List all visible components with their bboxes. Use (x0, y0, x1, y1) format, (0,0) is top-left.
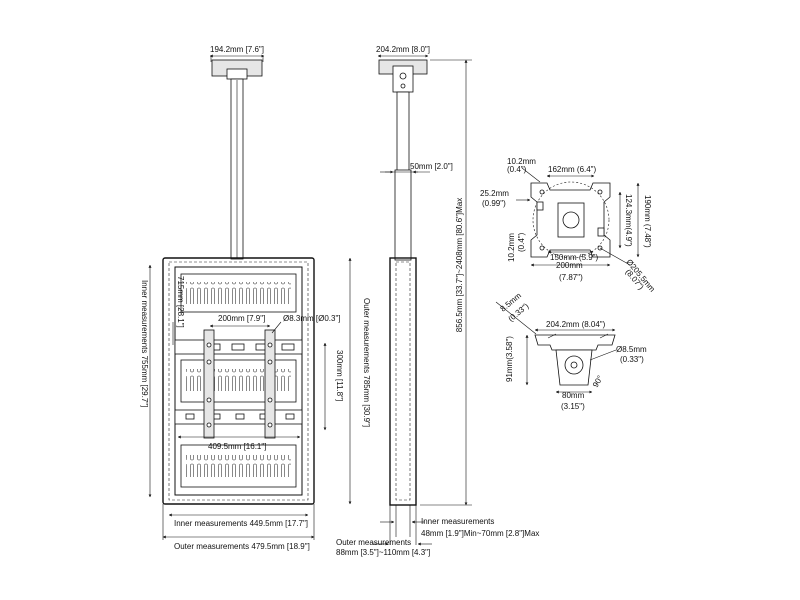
side-inner-label: Inner measurements (421, 517, 494, 526)
bracket-8-5b-mm: Ø8.5mm (616, 345, 647, 354)
bracket-8-5b-in: (0.33") (620, 355, 644, 364)
side-outer-label: Outer measurements (336, 538, 411, 547)
front-200-dim: 200mm [7.9"] (218, 314, 265, 323)
front-top-dim: 194.2mm [7.6"] (210, 45, 264, 54)
front-409-dim: 409.5mm [16.1"] (208, 442, 266, 451)
side-inner-value: 48mm [1.9"]Min~70mm [2.8"]Max (421, 529, 539, 538)
plate-10-2b-in: (0.4") (517, 232, 526, 252)
side-total-height: 856.5mm [33.7"]~2408mm [80.6"]Max (455, 198, 464, 332)
plate-10-2b-mm: 10.2mm (507, 233, 516, 262)
bracket-90: 90° (591, 374, 605, 389)
plate-10-2-in: (0.4") (507, 165, 527, 174)
front-inner-height: Inner measurements 755mm [29.7"] (140, 280, 149, 407)
plate-25-2-in: (0.99") (482, 199, 506, 208)
bracket-204: 204.2mm (8.04") (546, 320, 606, 329)
plate-view: 10.2mm (0.4") 162mm (6.4") 25.2mm (0.99"… (480, 157, 657, 294)
bracket-80-mm: 80mm (562, 391, 585, 400)
front-outer-width: Outer measurements 479.5mm [18.9"] (174, 542, 310, 551)
plate-25-2-mm: 25.2mm (480, 189, 509, 198)
front-hole-dim: Ø8.3mm [Ø0.3"] (283, 314, 341, 323)
side-view: 204.2mm [8.0"] 50mm [2.0"] 856.5mm [33.7… (336, 45, 539, 557)
bracket-91: 91mm(3.58") (505, 336, 514, 382)
front-inner-width: Inner measurements 449.5mm [17.7"] (174, 519, 308, 528)
plate-190: 190mm (7.48") (643, 195, 652, 248)
front-715-dim: 715mm [28.1"] (176, 276, 185, 328)
side-outer-value: 88mm [3.5"]~110mm [4.3"] (336, 548, 430, 557)
plate-162: 162mm (6.4") (548, 165, 597, 174)
front-300-dim: 300mm [11.8"] (335, 350, 344, 401)
bracket-view: 8.5mm (0.33") 204.2mm (8.04") 91mm(3.58"… (495, 291, 647, 411)
bracket-80-in: (3.15") (561, 402, 585, 411)
plate-200-mm: 200mm (556, 261, 583, 270)
plate-124: 124.3mm(4.9") (624, 194, 633, 247)
plate-200-in: (7.87") (559, 273, 583, 282)
side-top-dim: 204.2mm [8.0"] (376, 45, 430, 54)
side-pole-dim: 50mm [2.0"] (410, 162, 453, 171)
plate-10-2-mm: 10.2mm (507, 157, 536, 166)
plate-150: 150mm (5.9") (550, 253, 599, 262)
front-outer-height: Outer measurements 785mm [30.9"] (362, 298, 371, 427)
front-view: 194.2mm [7.6"] (140, 45, 371, 551)
